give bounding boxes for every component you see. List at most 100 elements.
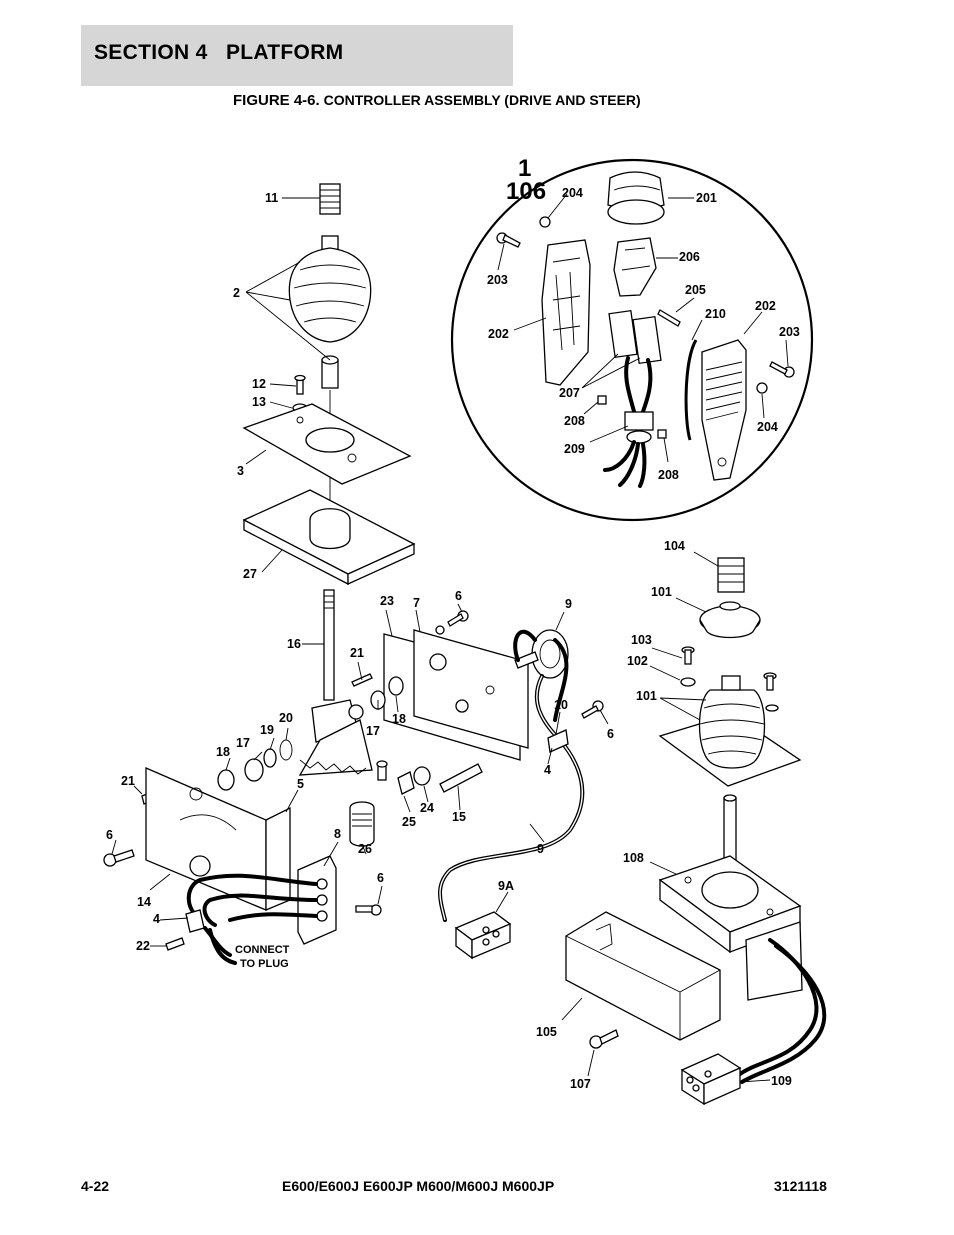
callout: 202 xyxy=(488,327,509,341)
callout: 13 xyxy=(252,395,266,409)
pot-wires xyxy=(438,629,585,922)
base-plate-27 xyxy=(242,489,416,586)
shaft-16 xyxy=(323,589,335,701)
callout: 4 xyxy=(153,912,160,926)
screw-6-top xyxy=(447,610,469,627)
clamp-10 xyxy=(547,729,569,753)
callout: 109 xyxy=(771,1074,792,1088)
screw-103 xyxy=(681,646,695,665)
callout: 6 xyxy=(106,828,113,842)
figure-title: FIGURE 4-6. CONTROLLER ASSEMBLY (DRIVE A… xyxy=(233,92,641,109)
page-number: 4-22 xyxy=(81,1178,110,1194)
callout: 18 xyxy=(392,712,406,726)
callout: 19 xyxy=(260,723,274,737)
grommet-4-lower xyxy=(185,909,205,933)
connector-9a xyxy=(454,911,512,960)
cover-105 xyxy=(565,911,721,1041)
leader-lines xyxy=(111,193,789,1083)
callout: 104 xyxy=(664,539,685,553)
callout: 201 xyxy=(696,191,717,205)
screw-107 xyxy=(589,1029,619,1049)
callout: 9 xyxy=(565,597,572,611)
plate-3 xyxy=(242,403,412,485)
callout: 9 xyxy=(537,842,544,856)
nut-204-right xyxy=(756,382,768,394)
washer-right xyxy=(765,704,779,712)
switch-206 xyxy=(613,237,657,297)
callout: 108 xyxy=(623,851,644,865)
note-line-1: CONNECT xyxy=(235,944,290,956)
callout: 22 xyxy=(136,939,150,953)
nut-25 xyxy=(397,771,415,795)
washer-102 xyxy=(680,677,696,687)
callout: 12 xyxy=(252,377,266,391)
callout: 102 xyxy=(627,654,648,668)
callout: 15 xyxy=(452,810,466,824)
figure-caption: CONTROLLER ASSEMBLY (DRIVE AND STEER) xyxy=(319,92,641,108)
callout-labels: 11 2 12 13 3 27 16 23 7 6 9 21 18 17 19 … xyxy=(106,186,800,1091)
screw-small xyxy=(376,760,388,781)
callout: 209 xyxy=(564,442,585,456)
note-line-2: TO PLUG xyxy=(240,958,289,970)
lockwasher-6 xyxy=(435,625,445,635)
screw-12 xyxy=(294,374,306,395)
controller-108 xyxy=(658,855,803,1001)
callout: 4 xyxy=(544,763,551,777)
section-title: SECTION 4 PLATFORM xyxy=(94,41,344,64)
handle-202-left xyxy=(541,239,591,386)
bracket-5 xyxy=(145,767,291,911)
callout: 6 xyxy=(607,727,614,741)
pin-205 xyxy=(657,309,681,327)
knob-201 xyxy=(607,171,665,225)
microswitches-207 xyxy=(608,309,662,365)
gear-26 xyxy=(349,801,375,847)
ring-20 xyxy=(279,739,293,761)
detail-number: 1 xyxy=(518,155,531,182)
screw-203-left xyxy=(496,232,521,248)
plate-7 xyxy=(413,629,529,749)
callout: 25 xyxy=(402,815,416,829)
screw-right-top xyxy=(763,672,777,691)
callout: 207 xyxy=(559,386,580,400)
gimbal-assembly xyxy=(298,699,373,776)
spring-pin-15 xyxy=(439,763,483,793)
spring-11 xyxy=(319,183,341,215)
callout: 208 xyxy=(564,414,585,428)
callout: 9A xyxy=(498,879,514,893)
callout: 206 xyxy=(679,250,700,264)
connector-109 xyxy=(680,1053,742,1106)
boot-101-top xyxy=(699,601,761,639)
boot-101-plate xyxy=(658,675,802,787)
callout: 203 xyxy=(487,273,508,287)
spring-clip-210 xyxy=(684,339,698,441)
callout: 21 xyxy=(121,774,135,788)
washer-18-top xyxy=(388,676,404,696)
callout: 210 xyxy=(705,307,726,321)
callout: 16 xyxy=(287,637,301,651)
detail-view-circle xyxy=(450,158,814,522)
callout: 6 xyxy=(377,871,384,885)
detail-number-text: 1 106 xyxy=(506,155,546,205)
screw-6-terminal xyxy=(355,904,382,916)
washer-18-lower xyxy=(217,769,235,791)
callout: 208 xyxy=(658,468,679,482)
callout: 20 xyxy=(279,711,293,725)
screw-6-left xyxy=(103,849,135,867)
document-number: 3121118 xyxy=(774,1178,827,1194)
callout: 204 xyxy=(757,420,778,434)
callout: 202 xyxy=(755,299,776,313)
section-header-bar xyxy=(81,25,513,86)
washer-19 xyxy=(263,748,277,768)
callout: 24 xyxy=(420,801,434,815)
boot-2 xyxy=(288,235,372,343)
callout: 17 xyxy=(366,724,380,738)
wire-harness-209 xyxy=(603,356,654,488)
callout: 101 xyxy=(651,585,672,599)
nut-204-top xyxy=(539,216,551,228)
callout: 7 xyxy=(413,596,420,610)
callout: 203 xyxy=(779,325,800,339)
screw-6-right xyxy=(581,700,604,719)
callout: 23 xyxy=(380,594,394,608)
callout: 17 xyxy=(236,736,250,750)
